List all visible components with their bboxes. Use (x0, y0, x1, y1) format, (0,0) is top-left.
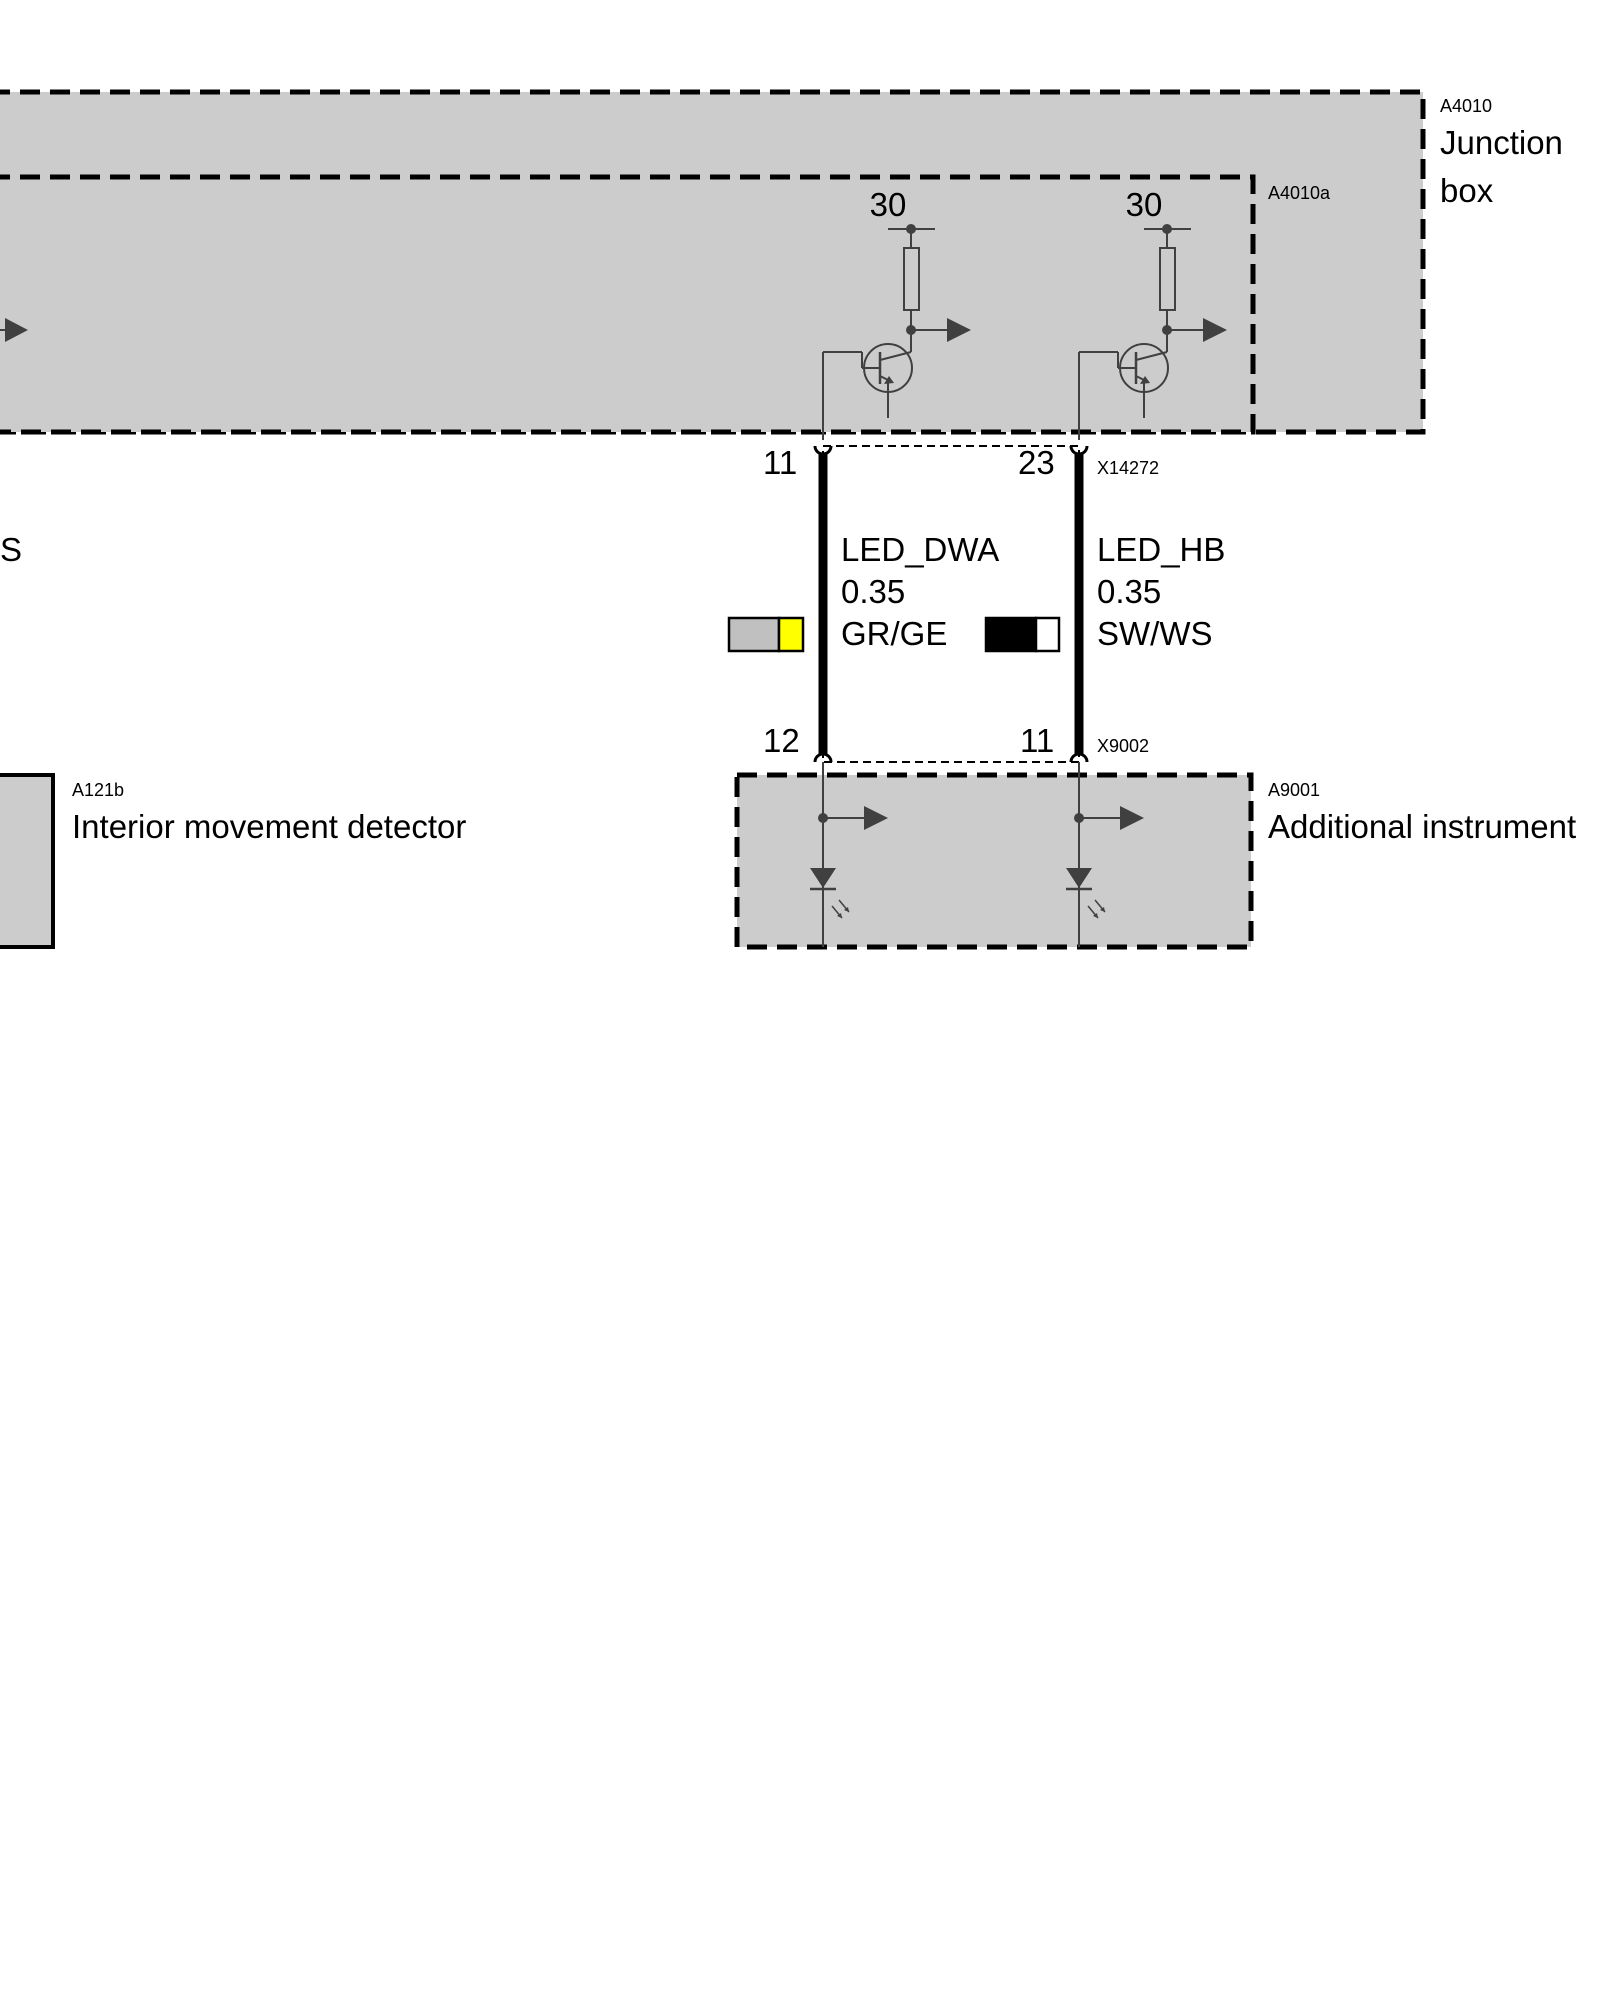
junction-sub-module (0, 174, 1256, 435)
additional-instrument-module (734, 762, 1254, 950)
junction-box-id: A4010 (1440, 96, 1492, 116)
wire-harness (727, 445, 1089, 763)
terminal-top-right (1069, 445, 1089, 456)
output-arrow-right (1203, 318, 1227, 342)
connector-bottom-pin-left: 12 (763, 722, 800, 759)
connector-top-pin-right: 23 (1018, 444, 1055, 481)
resistor-left (903, 247, 920, 311)
junction-box-title-line1: Junction (1440, 124, 1563, 161)
driver-stage-left (822, 224, 971, 440)
connector-bottom-id: X9002 (1097, 736, 1149, 756)
instrument-outline (734, 772, 1254, 950)
driver-stage-right (1078, 224, 1227, 440)
terminal-bottom-right (1069, 752, 1089, 763)
left-cut-label: S (0, 531, 22, 568)
wire-color-swatch-sw-ws (984, 616, 1061, 653)
wire-color-swatch-gr-ge (727, 616, 805, 653)
interior-movement-detector-module (0, 773, 55, 949)
terminal-top-left (813, 445, 833, 456)
connector-top-pin-left: 11 (763, 444, 797, 481)
supply-label-left: 30 (870, 186, 907, 223)
detector-id: A121b (72, 780, 124, 800)
terminal-bottom-left (813, 752, 833, 763)
instrument-id: A9001 (1268, 780, 1320, 800)
wire-right-size: 0.35 (1097, 573, 1161, 610)
wire-right-color-code: SW/WS (1097, 615, 1212, 652)
junction-sub-id: A4010a (1268, 183, 1331, 203)
left-output-arrow (0, 318, 28, 342)
led-left (810, 762, 888, 947)
output-arrow-left (947, 318, 971, 342)
wire-right-name: LED_HB (1097, 531, 1225, 568)
wire-left-color-code: GR/GE (841, 615, 947, 652)
instrument-title: Additional instrument (1268, 808, 1576, 845)
junction-box-title-line2: box (1440, 172, 1494, 209)
wire-left-name: LED_DWA (841, 531, 999, 568)
connector-bottom-pin-right: 11 (1020, 722, 1054, 759)
wire-left-size: 0.35 (841, 573, 905, 610)
detector-title: Interior movement detector (72, 808, 466, 845)
detector-outline (0, 773, 55, 949)
led-right (1066, 762, 1144, 947)
resistor-right (1159, 247, 1176, 311)
supply-label-right: 30 (1126, 186, 1163, 223)
connector-top-id: X14272 (1097, 458, 1159, 478)
junction-sub-outline (0, 174, 1256, 435)
